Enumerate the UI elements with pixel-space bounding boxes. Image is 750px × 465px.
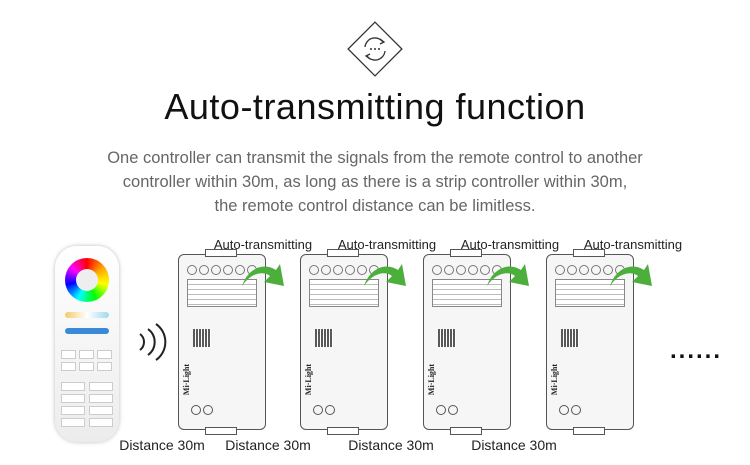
description-line: controller within 30m, as long as there … (122, 173, 628, 191)
strip-controller: Mi·Light (300, 249, 388, 435)
auto-transmit-icon (343, 17, 407, 81)
brand-logo: Mi·Light (427, 363, 437, 396)
strip-controller: Mi·Light (546, 249, 634, 435)
strip-controller: Mi·Light (423, 249, 511, 435)
green-arrow-icon (483, 256, 533, 297)
description: One controller can transmit the signals … (0, 146, 750, 218)
distance-label: Distance 30m (471, 437, 557, 453)
auto-transmitting-label: Auto-transmitting (460, 237, 560, 252)
distance-label: Distance 30m (348, 437, 434, 453)
green-arrow-icon (606, 256, 656, 297)
auto-transmitting-label: Auto-transmitting (583, 237, 683, 252)
auto-transmitting-label: Auto-transmitting (213, 237, 313, 252)
qr-code (193, 329, 211, 347)
page-title: Auto-transmitting function (164, 86, 586, 127)
strip-controller: Mi·Light (178, 249, 266, 435)
qr-code (438, 329, 456, 347)
color-wheel (65, 258, 109, 302)
qr-code (561, 329, 579, 347)
description-line: One controller can transmit the signals … (107, 149, 643, 167)
continuation-dots: ...... (670, 337, 723, 364)
distance-label: Distance 30m (119, 437, 205, 453)
brand-logo: Mi·Light (550, 363, 560, 396)
signal-waves-icon (134, 320, 168, 369)
green-arrow-icon (360, 256, 410, 297)
brand-logo: Mi·Light (304, 363, 314, 396)
remote-control (55, 246, 119, 442)
qr-code (315, 329, 333, 347)
distance-label: Distance 30m (225, 437, 311, 453)
brand-logo: Mi·Light (182, 363, 192, 396)
green-arrow-icon (238, 256, 288, 297)
description-line: the remote control distance can be limit… (214, 197, 536, 215)
auto-transmitting-label: Auto-transmitting (337, 237, 437, 252)
